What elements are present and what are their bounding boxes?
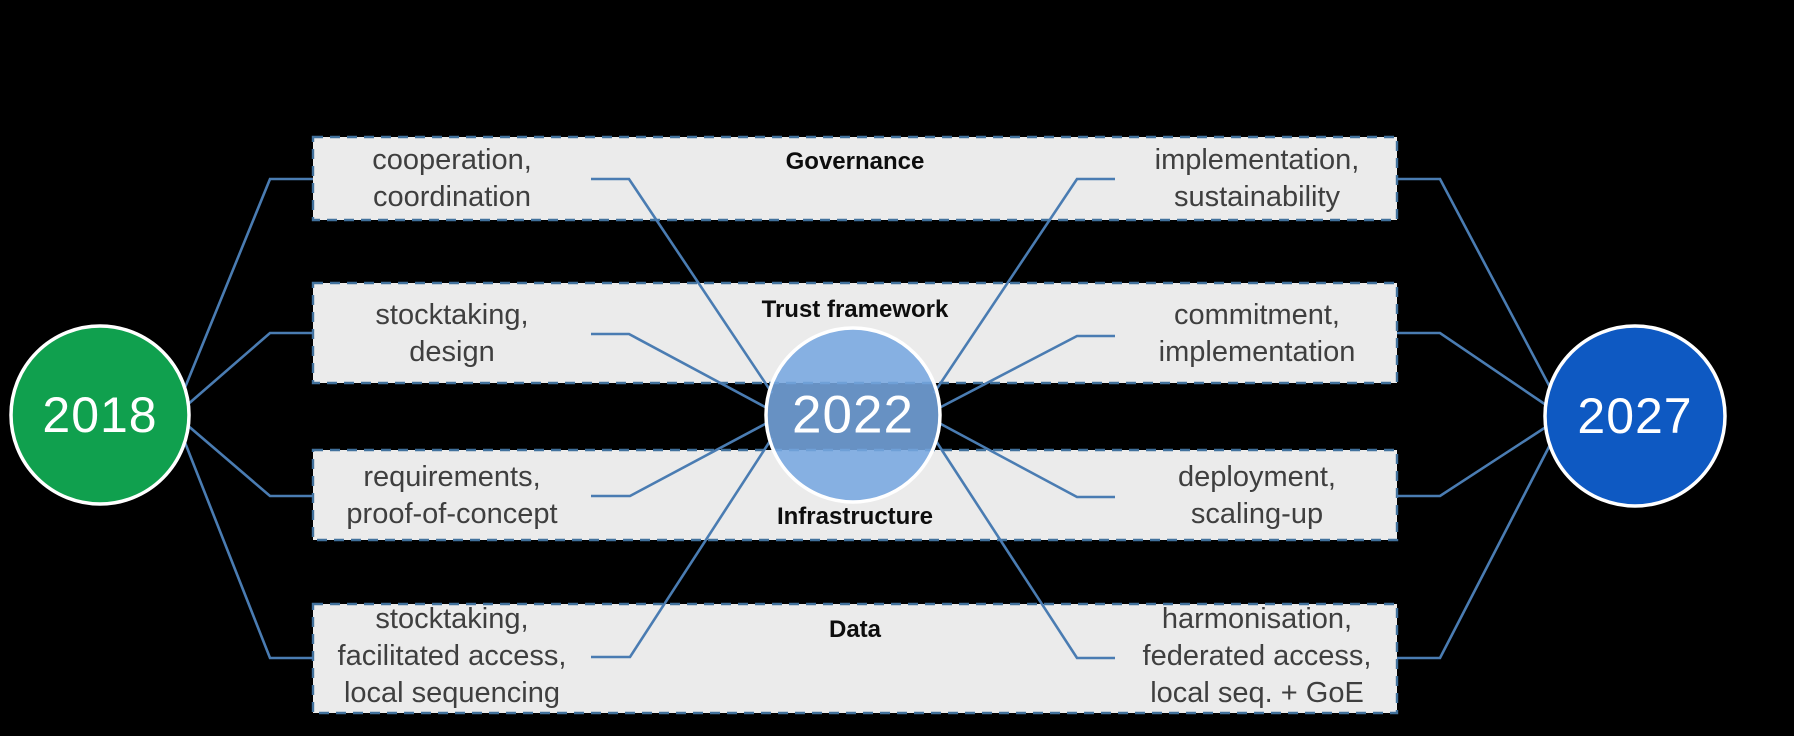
connector-mid-left-infrastructure — [591, 421, 768, 498]
connector-mid-right-infrastructure — [938, 421, 1115, 499]
connector-end-governance — [1397, 177, 1554, 392]
governance-early-activities: cooperation, coordination — [372, 144, 532, 213]
connector-start-infrastructure — [185, 423, 313, 498]
year-2027-label: 2027 — [1577, 388, 1693, 444]
data-late-activities: harmonisation, federated access, local s… — [1142, 603, 1372, 709]
connector-mid-right-data — [932, 437, 1115, 660]
trust-framework-late-activities: commitment, implementation — [1158, 299, 1356, 368]
year-2018-circle — [9, 324, 191, 506]
connector-mid-left-data — [591, 437, 774, 659]
data-early-activities: stocktaking, facilitated access, local s… — [337, 603, 567, 709]
connector-mid-left-trust — [591, 332, 768, 410]
band-label-data: Data — [828, 616, 882, 643]
connector-mid-right-governance — [932, 177, 1115, 394]
band-label-trust-framework: Trust framework — [761, 296, 949, 323]
year-2018-label: 2018 — [42, 387, 158, 443]
band-label-infrastructure: Infrastructure — [776, 503, 934, 530]
connector-end-infrastructure — [1397, 423, 1550, 498]
connector-end-trust — [1397, 331, 1550, 409]
governance-late-activities: implementation, sustainability — [1154, 144, 1360, 213]
connector-start-data — [182, 439, 313, 660]
band-label-governance: Governance — [785, 148, 925, 175]
connector-mid-right-trust — [938, 334, 1115, 410]
year-2022-circle — [764, 326, 942, 504]
band-data-rect — [311, 602, 1399, 715]
year-2022-label: 2022 — [792, 385, 914, 445]
connector-end-data — [1397, 440, 1554, 660]
year-2027-circle — [1543, 324, 1727, 508]
trust-framework-early-activities: stocktaking, design — [375, 299, 529, 368]
connector-start-trust — [185, 331, 313, 407]
connector-start-governance — [182, 177, 313, 391]
connector-mid-left-governance — [591, 177, 774, 394]
infrastructure-early-activities: requirements, proof-of-concept — [346, 461, 558, 530]
infrastructure-late-activities: deployment, scaling-up — [1178, 461, 1336, 530]
